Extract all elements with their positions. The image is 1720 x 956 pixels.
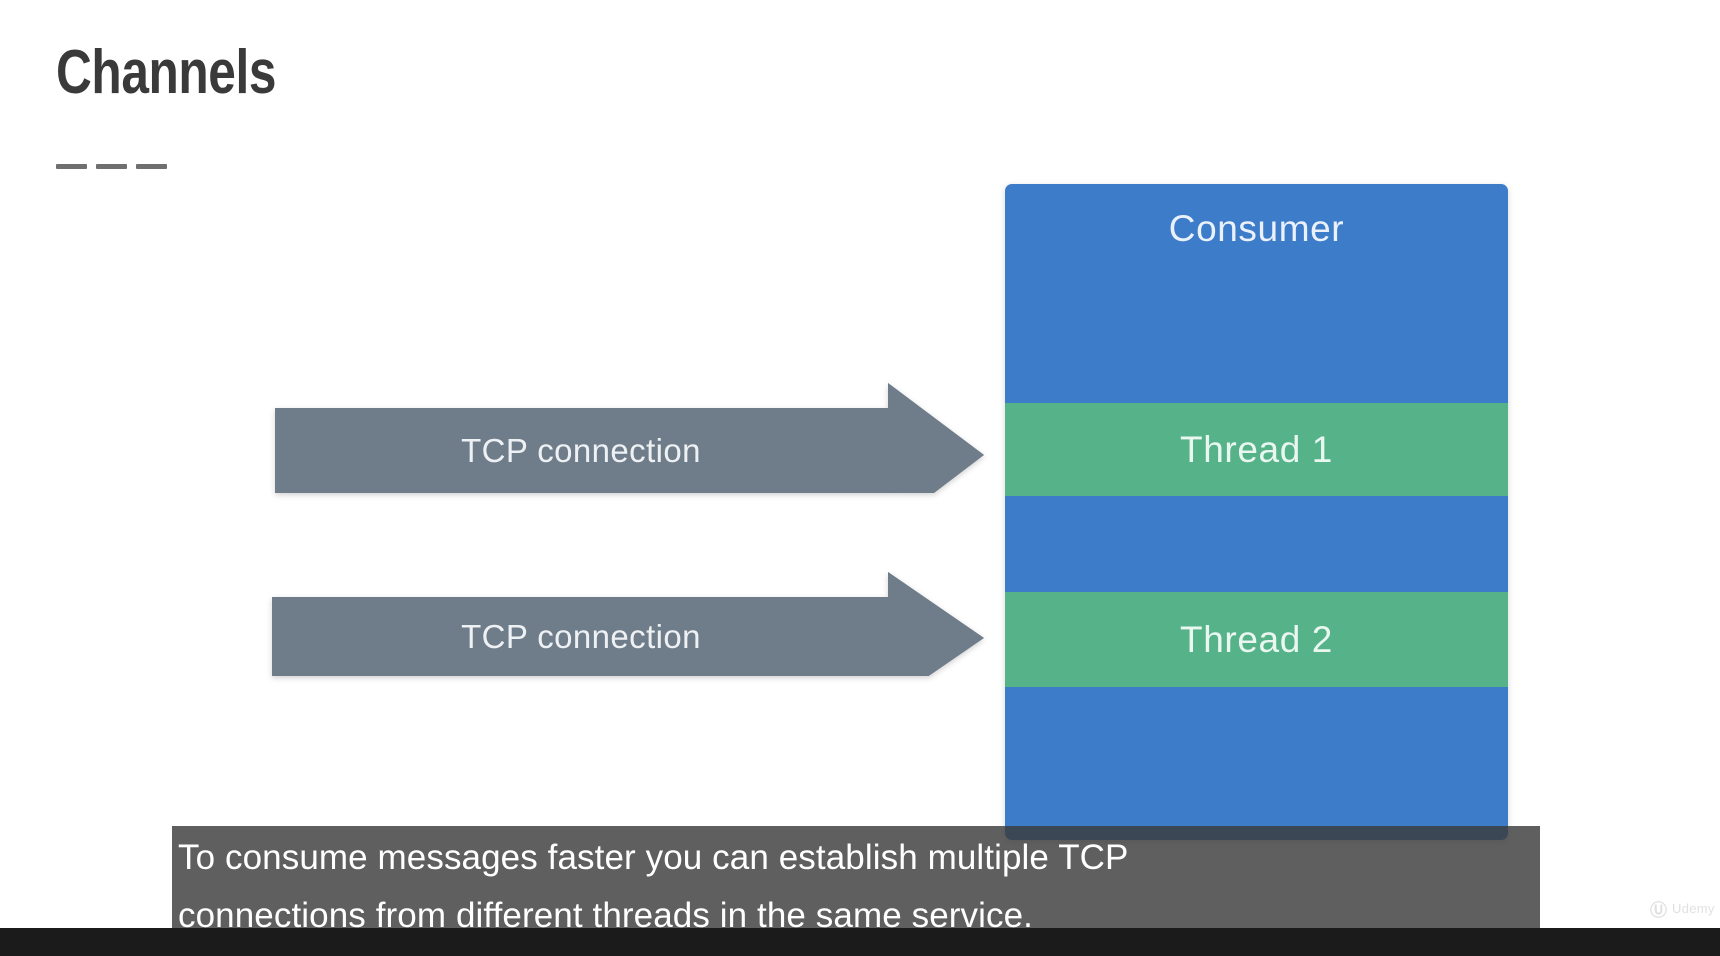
video-player-bar[interactable] bbox=[0, 928, 1720, 956]
udemy-logo-icon: Ⓤ bbox=[1650, 901, 1667, 920]
thread-band-2: Thread 2 bbox=[1005, 592, 1508, 687]
consumer-label: Consumer bbox=[1168, 208, 1345, 249]
page-title: Channels bbox=[56, 38, 277, 107]
tcp-connection-arrow-1: TCP connection bbox=[258, 348, 984, 493]
thread-1-label: Thread 1 bbox=[1180, 428, 1333, 470]
title-dash bbox=[56, 164, 87, 169]
tcp-connection-arrow-2: TCP connection bbox=[258, 521, 984, 676]
udemy-watermark: Ⓤ Udemy bbox=[1650, 896, 1715, 921]
udemy-watermark-text: Udemy bbox=[1672, 901, 1715, 916]
thread-2-label: Thread 2 bbox=[1180, 618, 1333, 660]
thread-band-1: Thread 1 bbox=[1005, 403, 1508, 496]
title-underline-dashes bbox=[56, 164, 167, 169]
consumer-box: Consumer Thread 1 Thread 2 bbox=[1005, 184, 1508, 840]
title-dash bbox=[96, 164, 127, 169]
caption-line-1: To consume messages faster you can estab… bbox=[178, 838, 1129, 877]
video-caption-overlay: To consume messages faster you can estab… bbox=[172, 826, 1540, 935]
title-dash bbox=[136, 164, 167, 169]
